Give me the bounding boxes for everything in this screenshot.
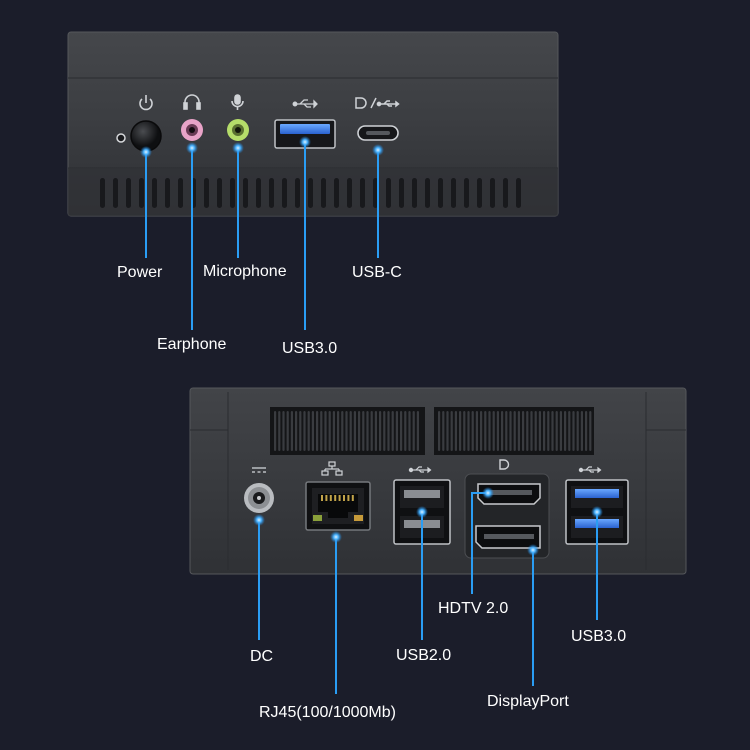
microphone-port <box>227 119 249 141</box>
usbc-port <box>357 125 399 141</box>
rear-vents <box>274 411 592 451</box>
usb-icon <box>292 99 318 109</box>
network-icon <box>321 461 343 476</box>
usb3-front-label: USB3.0 <box>282 340 338 357</box>
power-led <box>116 133 126 143</box>
front-vents <box>100 178 521 208</box>
usb-icon <box>408 466 432 474</box>
usb3-rear-label: USB3.0 <box>571 628 627 645</box>
usbc-label: USB-C <box>352 264 402 281</box>
displayport-icon <box>499 459 510 470</box>
callout-lines <box>145 142 598 694</box>
earphone-label: Earphone <box>157 336 227 353</box>
displayport-usb-icon <box>355 97 400 109</box>
displayport-port <box>475 525 541 549</box>
hdtv-port <box>477 483 541 505</box>
usb-icon <box>578 466 602 474</box>
dc-port <box>244 483 274 513</box>
dc-icon <box>252 467 266 473</box>
microphone-label: Microphone <box>203 263 287 280</box>
displayport-label: DisplayPort <box>487 693 569 710</box>
microphone-icon <box>231 94 244 110</box>
earphone-port <box>181 119 203 141</box>
dc-label: DC <box>250 648 274 665</box>
rear-panel <box>189 387 687 575</box>
front-panel <box>67 31 559 217</box>
hdtv-label: HDTV 2.0 <box>438 600 509 617</box>
headphones-icon <box>183 94 201 110</box>
power-icon <box>139 95 153 111</box>
rj45-port <box>305 481 371 531</box>
usb3-port-front <box>274 119 336 149</box>
usb2-label: USB2.0 <box>396 647 452 664</box>
callout-dots <box>140 136 603 556</box>
rj45-label: RJ45(100/1000Mb) <box>259 704 396 721</box>
power-label: Power <box>117 264 163 281</box>
